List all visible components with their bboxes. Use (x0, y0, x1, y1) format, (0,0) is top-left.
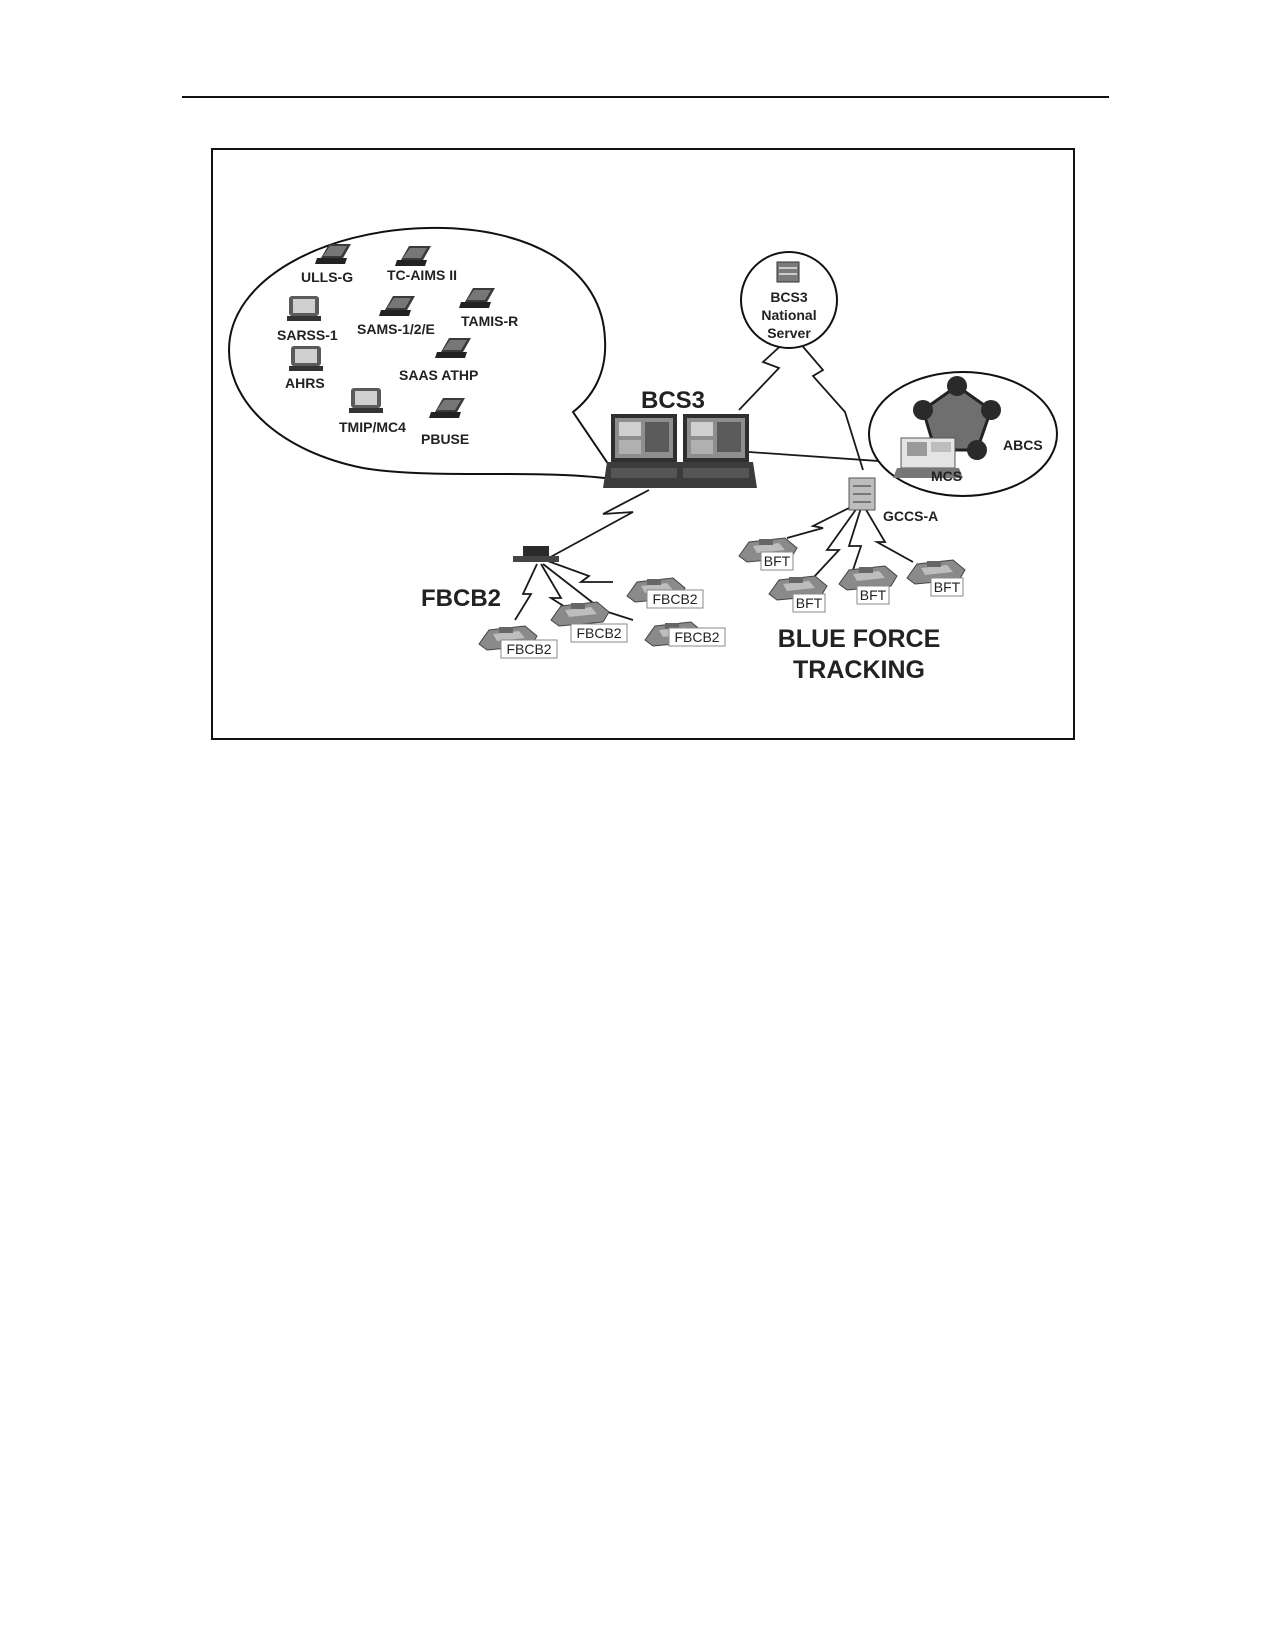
stamis-bubble (227, 226, 622, 482)
bft-node-label: BFT (764, 553, 791, 569)
bcs3-laptop-left-icon (603, 414, 685, 488)
bft-node-label: BFT (796, 595, 823, 611)
gccs-a-label: GCCS-A (883, 508, 938, 524)
tmip-terminal-icon (349, 388, 383, 413)
label-tc-aims: TC-AIMS II (387, 267, 457, 283)
label-pbuse: PBUSE (421, 431, 469, 447)
network-links (514, 339, 914, 621)
link-bcs3-national (738, 339, 788, 411)
label-tamis: TAMIS-R (461, 313, 518, 329)
bcs3-laptop-right-icon (675, 414, 757, 488)
national-server-line1: BCS3 (770, 289, 808, 305)
bft-labels: BFT BFT BFT BFT (760, 551, 964, 613)
link-gccs-bft-4 (864, 507, 914, 563)
stamis-labels: ULLS-G TC-AIMS II SARSS-1 SAMS-1/2/E TAM… (277, 267, 518, 447)
server-rack-icon (776, 261, 800, 283)
link-bcs3-abcs (748, 451, 894, 463)
link-gccs-bft-2 (812, 507, 858, 579)
mcs-label: MCS (931, 468, 962, 484)
fbcb2-vehicle-icon (550, 601, 610, 627)
figure-frame: ULLS-G TC-AIMS II SARSS-1 SAMS-1/2/E TAM… (211, 148, 1075, 740)
label-ulls-g: ULLS-G (301, 269, 353, 285)
label-sarss: SARSS-1 (277, 327, 338, 343)
label-tmip: TMIP/MC4 (339, 419, 406, 435)
blue-force-line2: TRACKING (793, 656, 925, 684)
bcs3-workstations (603, 414, 757, 488)
sarss-terminal-icon (287, 296, 321, 321)
fbcb2-node-label: FBCB2 (576, 625, 621, 641)
abcs-node-left (913, 400, 933, 420)
mcs-laptop-icon (893, 437, 963, 478)
blue-force-line1: BLUE FORCE (778, 625, 941, 653)
bft-node-label: BFT (934, 579, 961, 595)
label-saas: SAAS ATHP (399, 367, 478, 383)
national-server-line3: Server (767, 325, 811, 341)
bft-node-label: BFT (860, 587, 887, 603)
fbcb2-node-label: FBCB2 (674, 629, 719, 645)
national-server-line2: National (761, 307, 816, 323)
header-rule (182, 96, 1109, 98)
link-fbcb2-1 (514, 563, 538, 621)
gccs-a-server-icon (848, 477, 876, 511)
label-ahrs: AHRS (285, 375, 325, 391)
link-bcs3-fbcb2 (544, 489, 650, 561)
fbcb2-hub-icon (513, 546, 559, 562)
abcs-node-top (947, 376, 967, 396)
fbcb2-labels: FBCB2 FBCB2 FBCB2 FBCB2 (500, 589, 726, 659)
link-fbcb2-4 (544, 559, 613, 583)
abcs-node-bottom-right (967, 440, 987, 460)
abcs-node-right (981, 400, 1001, 420)
link-gccs-bft-3 (847, 507, 863, 571)
ahrs-terminal-icon (289, 346, 323, 371)
network-diagram: ULLS-G TC-AIMS II SARSS-1 SAMS-1/2/E TAM… (227, 226, 1058, 684)
link-national-gccs (798, 341, 864, 471)
fbcb2-node-label: FBCB2 (506, 641, 551, 657)
label-sams: SAMS-1/2/E (357, 321, 435, 337)
link-fbcb2-2 (540, 563, 574, 613)
link-gccs-bft-1 (786, 505, 854, 539)
national-server-circle (740, 251, 838, 349)
fbcb2-title: FBCB2 (421, 585, 501, 612)
bcs3-title: BCS3 (641, 387, 705, 414)
abcs-label: ABCS (1003, 437, 1043, 453)
fbcb2-node-label: FBCB2 (652, 591, 697, 607)
